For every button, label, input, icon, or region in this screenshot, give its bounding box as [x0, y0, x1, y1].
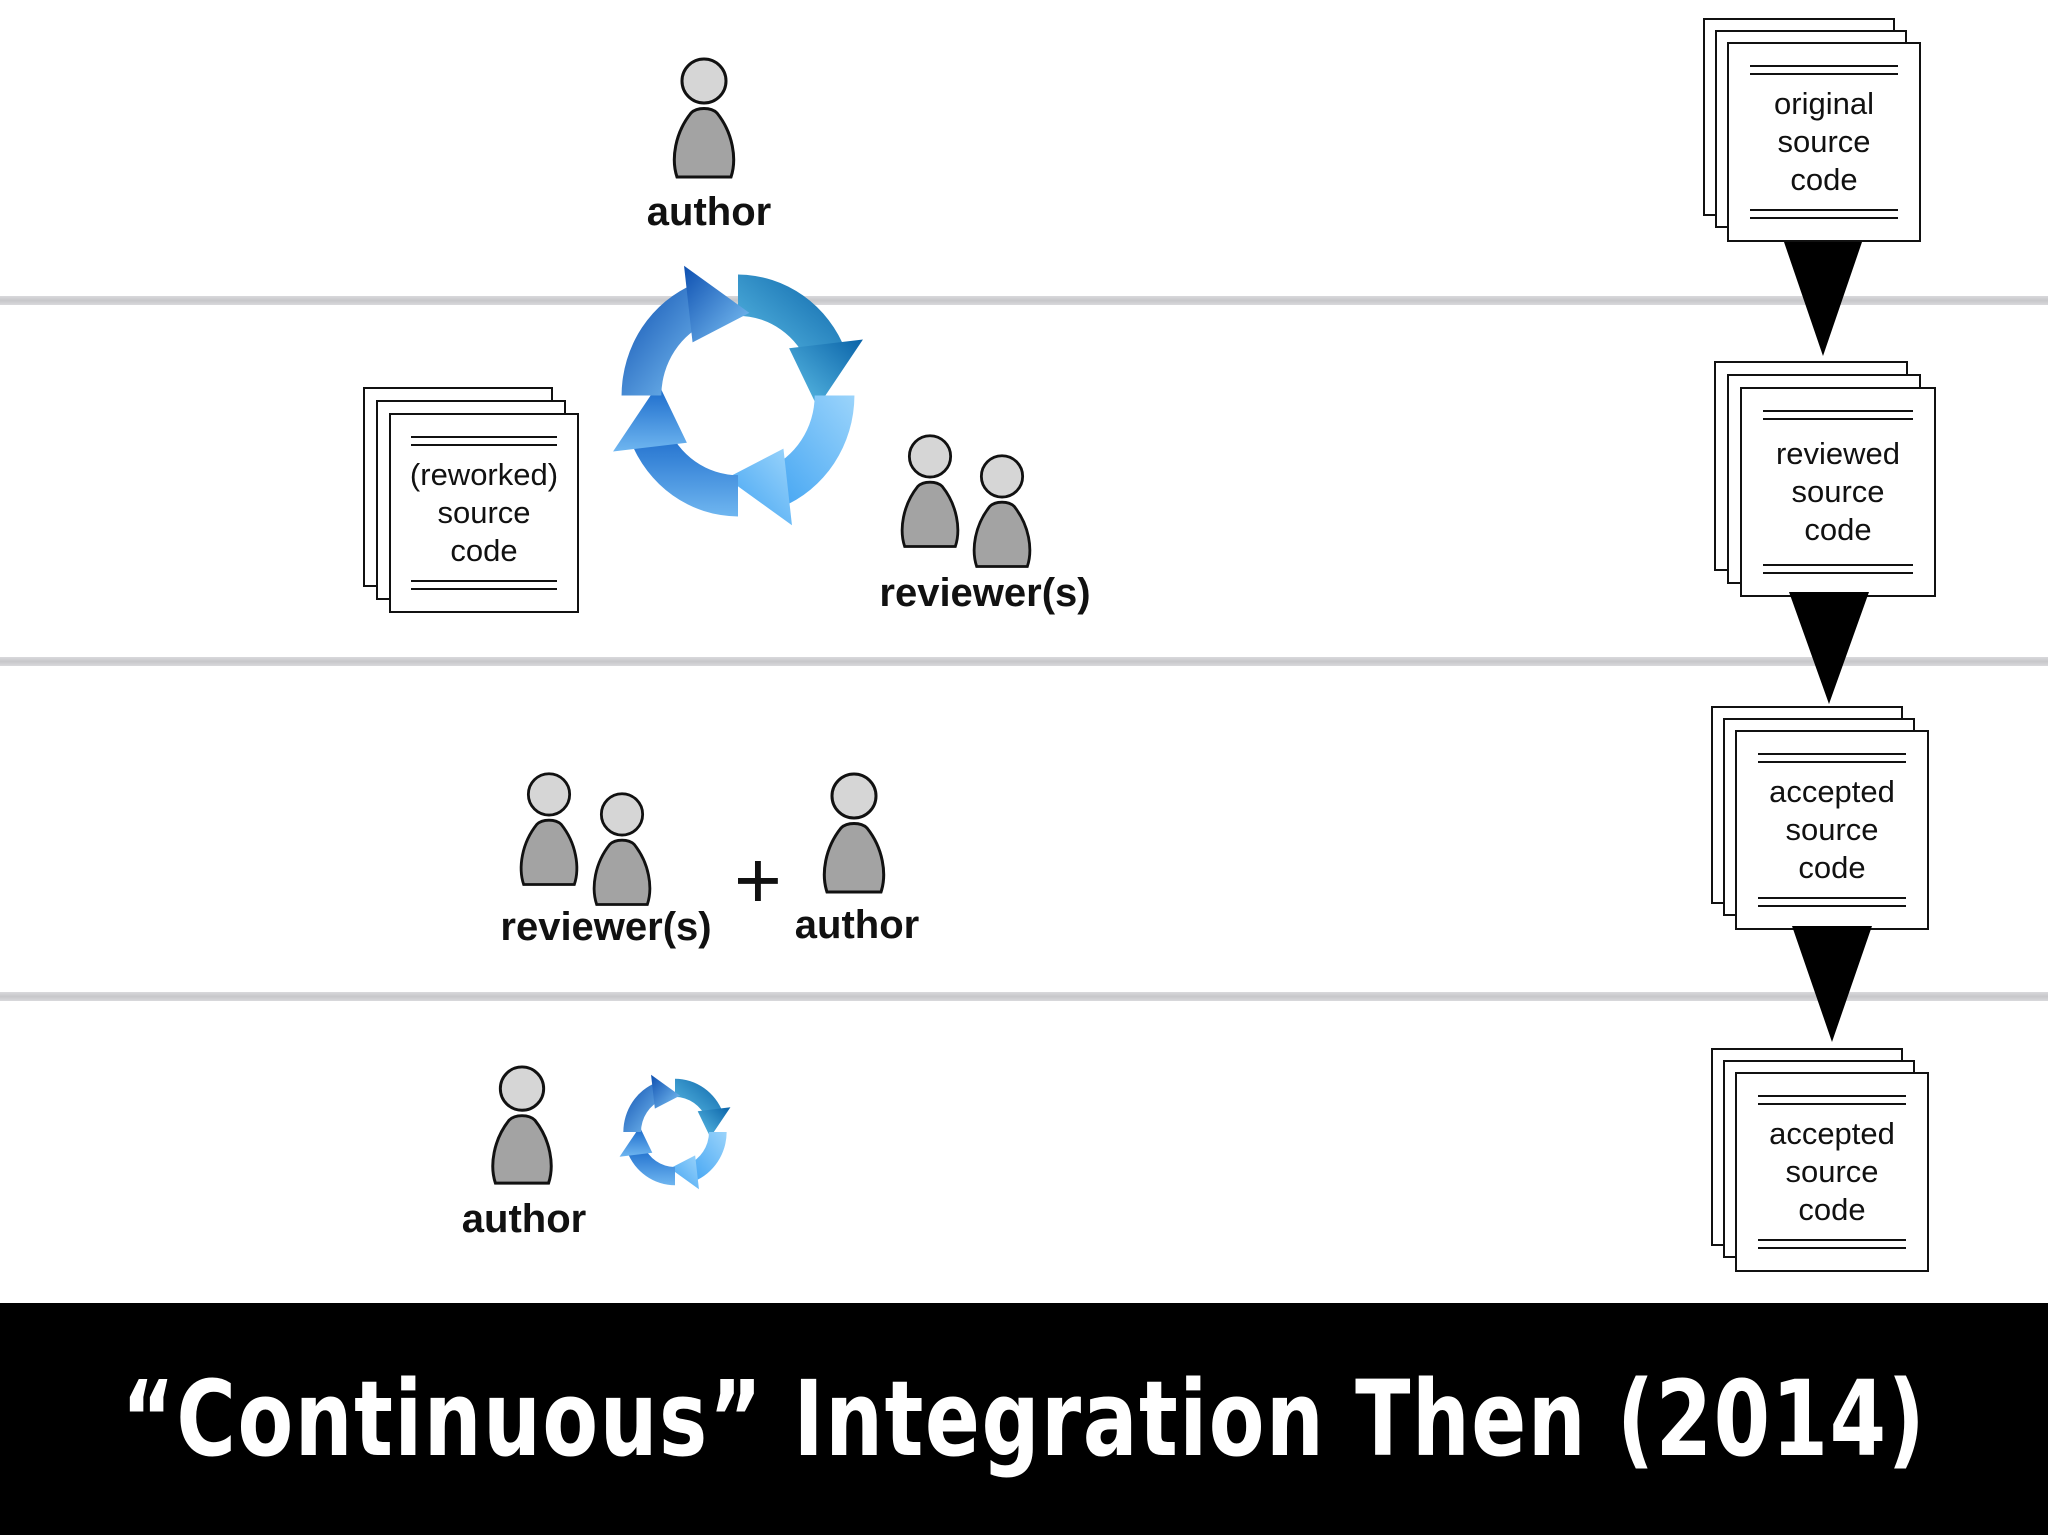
doc-rules [1737, 750, 1927, 766]
reviewers-label: reviewer(s) [500, 905, 712, 949]
title-bar: “Continuous” Integration Then (2014) [0, 1303, 2048, 1535]
reviewer-person-icon [895, 432, 965, 554]
down-arrow-icon [1789, 592, 1869, 704]
doc-rules [1737, 1236, 1927, 1252]
plus-sign: + [734, 835, 782, 926]
reworked-source-code-stack: (reworked) source code [363, 387, 581, 615]
author-label: author [461, 1197, 587, 1241]
doc-rules [1729, 62, 1919, 78]
cycle-arrows-icon [596, 248, 880, 543]
doc-line: (reworked) [409, 457, 559, 492]
row-divider [0, 296, 2048, 305]
author-person-icon [669, 55, 739, 185]
doc-text: original source code [1774, 86, 1874, 197]
doc-text: accepted source code [1769, 1116, 1895, 1227]
row-divider [0, 657, 2048, 666]
doc-sheet-front: accepted source code [1735, 1072, 1929, 1272]
doc-rules [1737, 894, 1927, 910]
down-arrow-icon [1784, 242, 1862, 356]
author-person-icon [487, 1063, 557, 1191]
doc-line: code [450, 533, 518, 568]
doc-sheet-front: (reworked) source code [389, 413, 579, 613]
row-divider [0, 992, 2048, 1001]
doc-text: accepted source code [1769, 774, 1895, 885]
doc-sheet-front: reviewed source code [1740, 387, 1936, 597]
slide-title: “Continuous” Integration Then (2014) [121, 1358, 1927, 1480]
author-person-icon [818, 770, 890, 900]
author-label: author [794, 903, 920, 947]
original-source-code-stack: original source code [1703, 18, 1921, 244]
doc-rules [1742, 561, 1934, 577]
author-label: author [646, 190, 772, 234]
doc-rules [391, 577, 577, 593]
reviewers-label: reviewer(s) [879, 571, 1091, 615]
reviewer-person-icon [587, 790, 657, 912]
doc-rules [1729, 206, 1919, 222]
reviewed-source-code-stack: reviewed source code [1714, 361, 1936, 597]
doc-rules [1742, 407, 1934, 423]
doc-sheet-front: accepted source code [1735, 730, 1929, 930]
down-arrow-icon [1792, 926, 1872, 1042]
small-cycle-arrows-icon [612, 1067, 738, 1197]
reviewer-person-icon [967, 452, 1037, 574]
reviewer-person-icon [514, 770, 584, 892]
accepted-source-code-stack: accepted source code [1711, 1048, 1929, 1272]
doc-rules [391, 433, 577, 449]
doc-text: reviewed source code [1775, 436, 1901, 547]
accepted-source-code-stack: accepted source code [1711, 706, 1929, 930]
doc-sheet-front: original source code [1727, 42, 1921, 242]
doc-line: source [437, 495, 531, 530]
doc-rules [1737, 1092, 1927, 1108]
